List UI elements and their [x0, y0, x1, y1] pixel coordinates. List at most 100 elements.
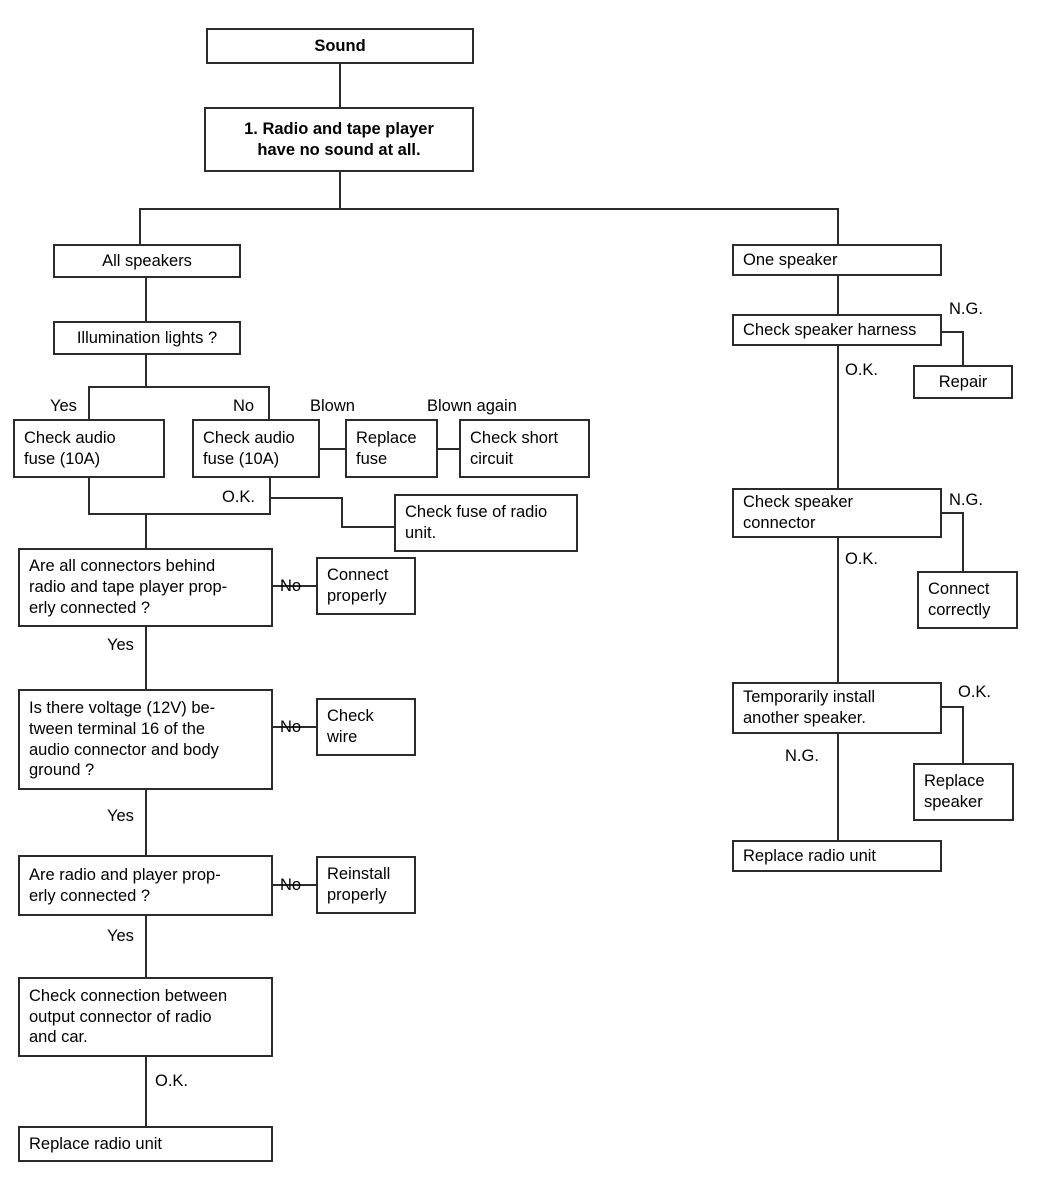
connector-symptom-down	[339, 170, 341, 210]
node-are-radio-and-player[interactable]: Are radio and player prop- erly connecte…	[18, 855, 273, 916]
connector-spkconn-ok	[837, 537, 839, 683]
node-are-radio-and-player-label: Are radio and player prop- erly connecte…	[29, 865, 221, 905]
connector-temp-ng	[837, 733, 839, 841]
edge-label-ng-harness: N.G.	[949, 300, 983, 318]
node-check-fuse-of-radio-unit[interactable]: Check fuse of radio unit.	[394, 494, 578, 552]
connector-spkconn-ng-v	[962, 512, 964, 572]
node-check-fuse-of-radio-unit-label: Check fuse of radio unit.	[405, 503, 548, 542]
edge-label-no-connectors: No	[280, 577, 302, 595]
connector-temp-ok-v	[962, 706, 964, 764]
edge-label-no-radio-player: No	[280, 876, 302, 894]
node-check-audio-fuse-yes-label: Check audio fuse (10A)	[24, 428, 116, 468]
node-temporarily-install-speaker[interactable]: Temporarily install another speaker.	[732, 682, 942, 734]
connector-no-down	[268, 386, 270, 420]
connector-harness-ng-h	[940, 331, 964, 333]
edge-label-yes-radio-player: Yes	[107, 927, 134, 945]
node-check-speaker-harness-label: Check speaker harness	[743, 320, 917, 339]
node-symptom-label: 1. Radio and tape player have no sound a…	[244, 119, 434, 159]
connector-onespeaker-to-harness	[837, 275, 839, 315]
edge-label-yes-illumination: Yes	[50, 397, 77, 415]
node-replace-fuse[interactable]: Replace fuse	[345, 419, 438, 478]
edge-label-blown: Blown	[310, 397, 355, 415]
node-replace-radio-unit-right-label: Replace radio unit	[743, 846, 876, 865]
edge-label-ng-connector: N.G.	[949, 491, 983, 509]
connector-voltage-yes	[145, 789, 147, 855]
connector-blown-again	[436, 448, 461, 450]
node-check-output-connection-label: Check connection between output connecto…	[29, 986, 228, 1047]
node-repair[interactable]: Repair	[913, 365, 1013, 399]
edge-label-ok-output: O.K.	[155, 1072, 189, 1090]
connector-spkconn-ng-h	[940, 512, 964, 514]
connector-harness-ok	[837, 345, 839, 489]
node-replace-radio-unit-right[interactable]: Replace radio unit	[732, 840, 942, 872]
connector-fuse-merge-bar	[88, 513, 271, 515]
connector-yesno-bar	[88, 386, 270, 388]
edge-label-ok-harness: O.K.	[845, 361, 879, 379]
node-symptom[interactable]: 1. Radio and tape player have no sound a…	[204, 107, 474, 172]
node-check-audio-fuse-yes[interactable]: Check audio fuse (10A)	[13, 419, 165, 478]
node-reinstall-properly[interactable]: Reinstall properly	[316, 856, 416, 914]
connector-blown	[318, 448, 347, 450]
node-one-speaker[interactable]: One speaker	[732, 244, 942, 276]
node-repair-label: Repair	[938, 372, 988, 391]
node-replace-speaker-label: Replace speaker	[924, 772, 985, 811]
edge-label-ng-temp: N.G.	[785, 747, 819, 765]
node-all-speakers-label: All speakers	[102, 251, 192, 270]
node-replace-radio-unit-left-label: Replace radio unit	[29, 1134, 162, 1153]
node-sound-label: Sound	[314, 36, 366, 55]
node-connect-properly-label: Connect properly	[327, 566, 389, 605]
connector-illumination-down	[145, 353, 147, 387]
node-are-all-connectors[interactable]: Are all connectors behind radio and tape…	[18, 548, 273, 627]
node-check-output-connection[interactable]: Check connection between output connecto…	[18, 977, 273, 1057]
edge-label-yes-connectors: Yes	[107, 636, 134, 654]
connector-fuseyes-down	[88, 477, 90, 514]
edge-label-ok-temp: O.K.	[958, 683, 992, 701]
connector-merge-to-connectors	[145, 513, 147, 549]
node-check-short-circuit[interactable]: Check short circuit	[459, 419, 590, 478]
node-replace-speaker[interactable]: Replace speaker	[913, 763, 1014, 821]
node-check-wire[interactable]: Check wire	[316, 698, 416, 756]
connector-main-split-bar	[139, 208, 839, 210]
edge-label-no-illumination: No	[233, 397, 255, 415]
node-connect-properly[interactable]: Connect properly	[316, 557, 416, 615]
node-check-short-circuit-label: Check short circuit	[470, 428, 559, 468]
node-check-audio-fuse-no[interactable]: Check audio fuse (10A)	[192, 419, 320, 478]
connector-output-ok	[145, 1057, 147, 1127]
node-check-speaker-connector-label: Check speaker connector	[743, 493, 854, 532]
node-illumination-lights[interactable]: Illumination lights ?	[53, 321, 241, 355]
connector-connectors-yes	[145, 626, 147, 690]
edge-label-ok-connector: O.K.	[845, 550, 879, 568]
node-illumination-lights-label: Illumination lights ?	[76, 328, 218, 347]
node-is-there-voltage-label: Is there voltage (12V) be- tween termina…	[29, 698, 219, 780]
node-are-all-connectors-label: Are all connectors behind radio and tape…	[29, 557, 228, 617]
node-check-speaker-harness[interactable]: Check speaker harness	[732, 314, 942, 346]
connector-split-left-down	[139, 208, 141, 245]
edge-label-no-voltage: No	[280, 718, 302, 736]
connector-connectors-no	[271, 585, 316, 587]
node-all-speakers[interactable]: All speakers	[53, 244, 241, 278]
node-connect-correctly[interactable]: Connect correctly	[917, 571, 1018, 629]
connector-sound-to-symptom	[339, 62, 341, 108]
node-reinstall-properly-label: Reinstall properly	[327, 865, 391, 904]
connector-voltage-no	[271, 726, 316, 728]
node-one-speaker-label: One speaker	[743, 250, 838, 269]
node-replace-radio-unit-left[interactable]: Replace radio unit	[18, 1126, 273, 1162]
edge-label-ok-fuse: O.K.	[222, 488, 256, 506]
connector-ok-fuse-seg2	[341, 497, 343, 527]
node-check-wire-label: Check wire	[327, 707, 374, 746]
connector-ok-fuse-seg1	[271, 497, 342, 499]
connector-split-right-down	[837, 208, 839, 245]
node-check-audio-fuse-no-label: Check audio fuse (10A)	[203, 428, 295, 468]
connector-radioplayer-yes	[145, 915, 147, 977]
node-temporarily-install-speaker-label: Temporarily install another speaker.	[743, 688, 876, 727]
edge-label-blown-again: Blown again	[427, 397, 517, 415]
connector-harness-ng-v	[962, 331, 964, 366]
node-check-speaker-connector[interactable]: Check speaker connector	[732, 488, 942, 538]
node-sound[interactable]: Sound	[206, 28, 474, 64]
connector-temp-ok-h	[940, 706, 964, 708]
node-replace-fuse-label: Replace fuse	[356, 428, 417, 468]
node-connect-correctly-label: Connect correctly	[928, 580, 991, 619]
edge-label-yes-voltage: Yes	[107, 807, 134, 825]
node-is-there-voltage[interactable]: Is there voltage (12V) be- tween termina…	[18, 689, 273, 790]
connector-allspeakers-to-illumination	[145, 277, 147, 321]
